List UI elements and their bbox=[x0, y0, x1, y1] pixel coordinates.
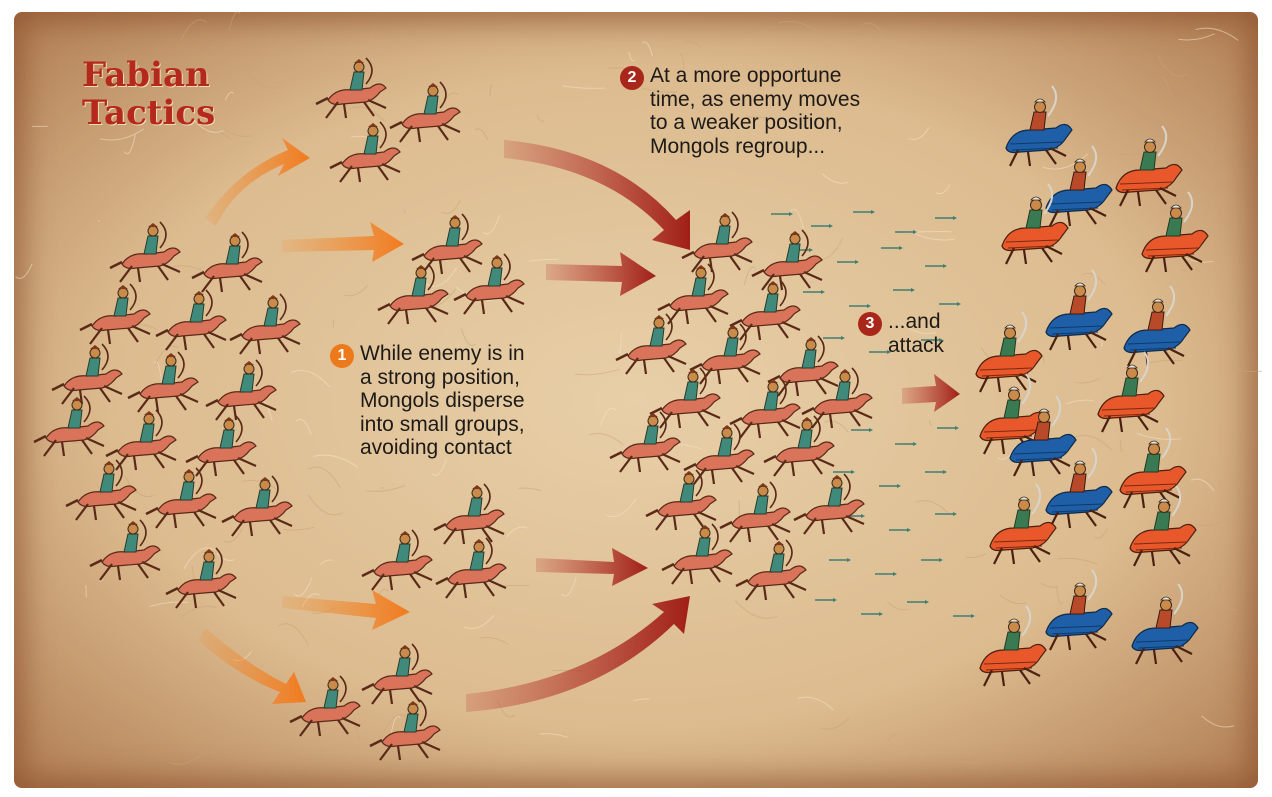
disperse-arrow-upper bbox=[205, 138, 310, 226]
step-1-line: a strong position, bbox=[360, 366, 525, 390]
step-1-line: avoiding contact bbox=[360, 436, 525, 460]
disperse-arrow-bottom bbox=[198, 628, 306, 704]
step-1-line: Mongols disperse bbox=[360, 389, 525, 413]
mongol-group-top bbox=[316, 58, 460, 182]
step-2-line: At a more opportune bbox=[650, 64, 860, 88]
step-2-badge: 2 bbox=[620, 66, 644, 90]
step-2-line: to a weaker position, bbox=[650, 111, 860, 135]
step-1-badge: 1 bbox=[330, 344, 354, 368]
step-1-line: While enemy is in bbox=[360, 342, 525, 366]
mongol-group-mid-upper bbox=[378, 214, 524, 324]
step-3-line: attack bbox=[888, 334, 944, 358]
mongol-army-regrouped bbox=[610, 212, 872, 600]
step-3-line: ...and bbox=[888, 310, 944, 334]
step-3-note: 3 ...and attack bbox=[858, 310, 944, 357]
step-2-note: 2 At a more opportune time, as enemy mov… bbox=[620, 64, 860, 158]
step-2-text: At a more opportune time, as enemy moves… bbox=[650, 64, 860, 158]
step-2-line: Mongols regroup... bbox=[650, 135, 860, 159]
mongol-group-bottom bbox=[290, 644, 440, 760]
mongol-group-left bbox=[34, 222, 300, 608]
step-3-badge: 3 bbox=[858, 312, 882, 336]
mongol-group-mid-lower bbox=[362, 484, 506, 598]
attack-arrow bbox=[902, 374, 960, 412]
step-1-note: 1 While enemy is in a strong position, M… bbox=[330, 342, 525, 460]
regroup-arrow-bottom bbox=[466, 596, 690, 712]
step-3-text: ...and attack bbox=[888, 310, 944, 357]
step-1-text: While enemy is in a strong position, Mon… bbox=[360, 342, 525, 460]
regroup-arrow-middle bbox=[546, 252, 656, 296]
regroup-arrow-lower bbox=[536, 548, 648, 586]
disperse-arrow-lower bbox=[282, 590, 410, 630]
step-2-line: time, as enemy moves bbox=[650, 88, 860, 112]
step-1-line: into small groups, bbox=[360, 413, 525, 437]
disperse-arrow-middle bbox=[282, 222, 404, 262]
enemy-army bbox=[976, 86, 1208, 686]
